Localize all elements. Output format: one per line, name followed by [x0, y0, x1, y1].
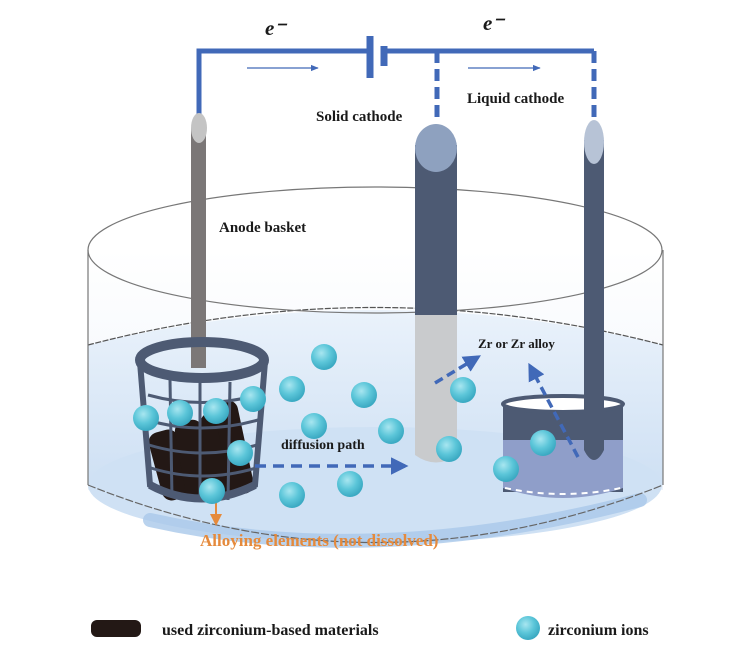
- zirconium-ion: [530, 430, 556, 456]
- zirconium-ion: [493, 456, 519, 482]
- zr-alloy-label: Zr or Zr alloy: [478, 336, 555, 351]
- anode-basket: [135, 337, 269, 503]
- legend-fuel-icon: [91, 620, 141, 637]
- zirconium-ion: [279, 376, 305, 402]
- deposition-arrow-solid: [434, 355, 481, 385]
- solid-cathode: [415, 124, 457, 463]
- zirconium-ion: [167, 400, 193, 426]
- zirconium-ion: [240, 386, 266, 412]
- anode-rod: [191, 113, 207, 368]
- zirconium-ion: [337, 471, 363, 497]
- zirconium-ion: [279, 482, 305, 508]
- solid-cathode-cap: [415, 124, 457, 172]
- zirconium-ion: [301, 413, 327, 439]
- alloying-elements-label: Alloying elements (not dissolved): [200, 531, 438, 550]
- deposition-arrow-liquid: [528, 362, 580, 458]
- zirconium-ion: [311, 344, 337, 370]
- zirconium-ion: [378, 418, 404, 444]
- zirconium-ion: [351, 382, 377, 408]
- legend-ion-label: zirconium ions: [548, 622, 649, 639]
- solid-cathode-label: Solid cathode: [316, 109, 403, 125]
- legend-fuel-label: used zirconium-based materials: [162, 622, 379, 639]
- vessel-bottom-edge: [87, 484, 664, 544]
- liquid-cathode-rod: [584, 140, 604, 460]
- anode-basket-label: Anode basket: [219, 220, 306, 236]
- zirconium-ions: [133, 344, 556, 508]
- legend: used zirconium-based materials zirconium…: [91, 616, 649, 640]
- electron-label-right: e⁻: [483, 11, 505, 35]
- zirconium-ion: [436, 436, 462, 462]
- liquid-cathode-label: Liquid cathode: [467, 91, 564, 107]
- liquid-cathode: [501, 120, 625, 498]
- liquid-metal-pool: [503, 440, 623, 498]
- liquid-cathode-rim: [501, 394, 625, 414]
- zirconium-ion: [133, 405, 159, 431]
- zirconium-ion: [227, 440, 253, 466]
- anode-rod-cap: [191, 113, 207, 143]
- legend-ion-icon: [516, 616, 540, 640]
- wire-left: [196, 48, 370, 118]
- zirconium-ion: [203, 398, 229, 424]
- zirconium-ion: [450, 377, 476, 403]
- deposited-zr: [415, 315, 457, 463]
- external-circuit: [196, 36, 597, 120]
- liquid-cathode-cap: [584, 120, 604, 164]
- zirconium-ion: [199, 478, 225, 504]
- diffusion-path-label: diffusion path: [281, 438, 365, 453]
- salt-highlight: [143, 493, 647, 548]
- electron-label-left: e⁻: [265, 16, 287, 40]
- salt-surface: [87, 306, 664, 346]
